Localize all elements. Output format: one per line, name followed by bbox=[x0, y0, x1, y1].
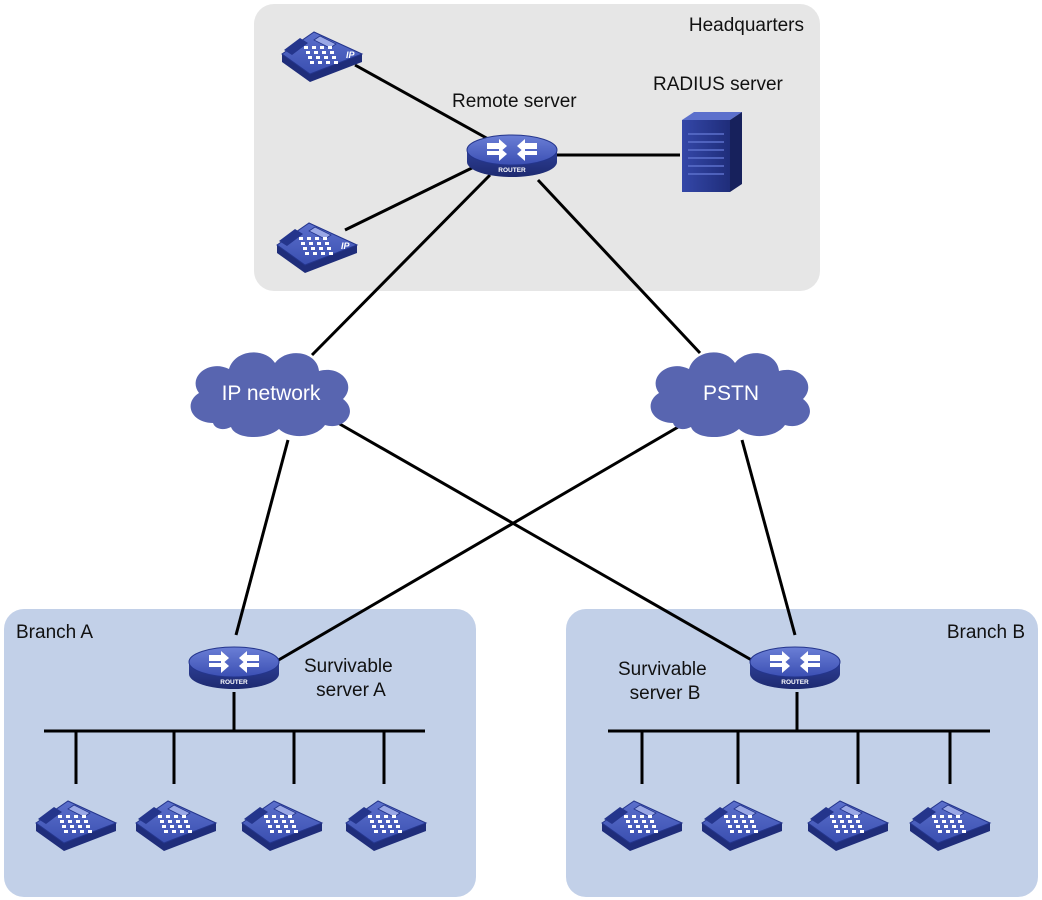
link-remote-ipnetwork bbox=[310, 173, 492, 357]
radius-server-label: RADIUS server bbox=[653, 74, 784, 95]
branch-b-label: Branch B bbox=[947, 622, 1025, 643]
hq-ip-phone-1: IP bbox=[281, 31, 363, 83]
hq-ip-phone-2: IP bbox=[276, 222, 358, 274]
router-badge: ROUTER bbox=[220, 679, 248, 686]
survivable-server-a-label: Survivable server A bbox=[304, 656, 398, 701]
survivable-server-b-label-line2: server B bbox=[630, 683, 701, 704]
link-pstn-survivable-a bbox=[269, 421, 686, 667]
link-ipnetwork-survivable-a bbox=[234, 439, 290, 636]
survivable-server-b-label: Survivable server B bbox=[618, 659, 712, 704]
headquarters-label: Headquarters bbox=[689, 15, 804, 36]
branch-a-label: Branch A bbox=[16, 622, 93, 643]
ip-badge: IP bbox=[341, 241, 351, 251]
link-hq-phone1-remote bbox=[354, 63, 491, 142]
survivable-server-b-router: ROUTER bbox=[749, 646, 841, 690]
pstn-label: PSTN bbox=[703, 382, 759, 405]
link-hq-phone2-remote bbox=[344, 163, 479, 232]
router-badge: ROUTER bbox=[781, 679, 809, 686]
ip-badge: IP bbox=[346, 50, 356, 60]
link-pstn-survivable-b bbox=[740, 439, 797, 636]
survivable-server-a-router: ROUTER bbox=[188, 646, 280, 690]
survivable-server-b-label-line1: Survivable bbox=[618, 659, 707, 680]
router-badge: ROUTER bbox=[498, 167, 526, 174]
survivable-server-a-label-line1: Survivable bbox=[304, 656, 393, 677]
survivable-server-a-label-line2: server A bbox=[316, 680, 386, 701]
radius-server bbox=[682, 112, 742, 192]
remote-server-router: ROUTER bbox=[466, 134, 558, 178]
link-remote-pstn bbox=[536, 178, 702, 355]
ip-network-label: IP network bbox=[222, 382, 321, 405]
remote-server-label: Remote server bbox=[452, 91, 577, 112]
links bbox=[44, 63, 990, 784]
link-ipnetwork-survivable-b bbox=[337, 421, 756, 664]
